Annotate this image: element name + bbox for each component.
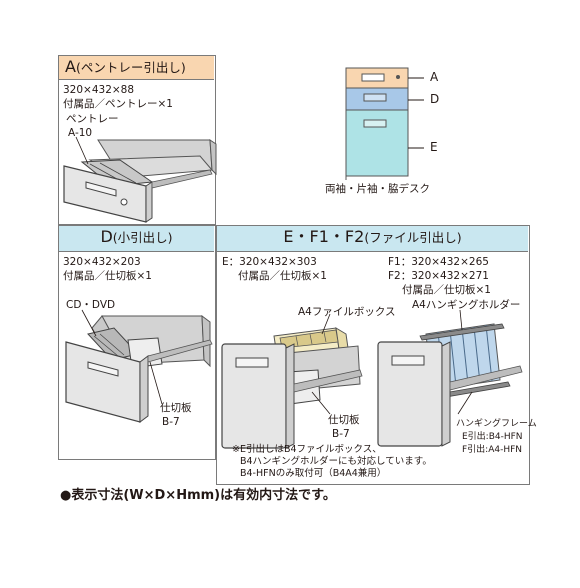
- desk-label-a: A: [430, 70, 439, 84]
- pen-tray-label: ペントレー: [66, 113, 119, 125]
- desk-label-e: E: [430, 140, 438, 154]
- panel-d-title: D: [100, 227, 113, 246]
- panel-ef-note-line1: ※E引出しはB4ファイルボックス、: [232, 444, 382, 455]
- panel-a-spec-accessory: 付属品／ペントレー×1: [63, 98, 173, 110]
- small-drawer-illustration: [65, 309, 213, 423]
- hanging-frame-label: ハンギングフレーム: [456, 419, 537, 429]
- panel-d: D(小引出し): [58, 225, 216, 460]
- panel-a-subtitle: (ペントレー引出し): [75, 60, 186, 75]
- hanging-holder-label: A4ハンギングホルダー: [412, 299, 521, 311]
- panel-d-divider-label: 仕切板: [160, 402, 192, 414]
- panel-a-spec-size: 320×432×88: [63, 84, 135, 96]
- panel-d-spec-size: 320×432×203: [63, 256, 141, 268]
- panel-d-divider-code: B-7: [162, 416, 180, 428]
- panel-ef-divider-code: B-7: [332, 428, 350, 440]
- desk-caption: 両袖・片袖・脇デスク: [325, 183, 430, 195]
- panel-ef-spec-f1-size: F1：320×432×265: [388, 256, 489, 268]
- panel-d-header: D(小引出し): [59, 226, 214, 252]
- panel-a: A(ペントレー引出し): [58, 55, 216, 225]
- footer-note: ●表示寸法(W×D×Hmm)は有効内寸法です。: [60, 488, 336, 503]
- panel-a-header: A(ペントレー引出し): [59, 56, 214, 80]
- panel-d-spec-accessory: 付属品／仕切板×1: [63, 270, 152, 282]
- file-drawer-f-illustration: [377, 309, 523, 447]
- cd-dvd-label: CD・DVD: [66, 299, 116, 311]
- panel-ef-title: E・F1・F2: [283, 227, 365, 246]
- panel-a-title: A: [65, 57, 76, 76]
- panel-ef: E・F1・F2(ファイル引出し): [216, 225, 530, 485]
- panel-ef-spec-f-accessory: 付属品／仕切板×1: [402, 284, 491, 296]
- panel-d-subtitle: (小引出し): [112, 230, 173, 245]
- panel-ef-note-line3: B4-HFNのみ取付可（B4A4兼用）: [240, 468, 387, 479]
- panel-ef-spec-e-accessory: 付属品／仕切板×1: [238, 270, 327, 282]
- hanging-frame-e: E引出:B4-HFN: [462, 432, 523, 442]
- panel-ef-spec-e-size: E：320×432×303: [222, 256, 317, 268]
- file-box-label: A4ファイルボックス: [298, 306, 396, 318]
- panel-ef-header: E・F1・F2(ファイル引出し): [217, 226, 528, 252]
- pen-tray-drawer-illustration: [63, 136, 217, 223]
- pen-tray-code: A-10: [68, 127, 93, 139]
- panel-ef-divider-label: 仕切板: [328, 414, 360, 426]
- panel-ef-note-line2: B4ハンギングホルダーにも対応しています。: [240, 456, 432, 467]
- file-drawer-e-illustration: [221, 313, 363, 449]
- hanging-frame-f: F引出:A4-HFN: [462, 445, 523, 455]
- desk-pedestal-illustration: [345, 67, 424, 180]
- desk-label-d: D: [430, 92, 440, 106]
- panel-ef-spec-f2-size: F2：320×432×271: [388, 270, 489, 282]
- panel-ef-subtitle: (ファイル引出し): [364, 230, 462, 245]
